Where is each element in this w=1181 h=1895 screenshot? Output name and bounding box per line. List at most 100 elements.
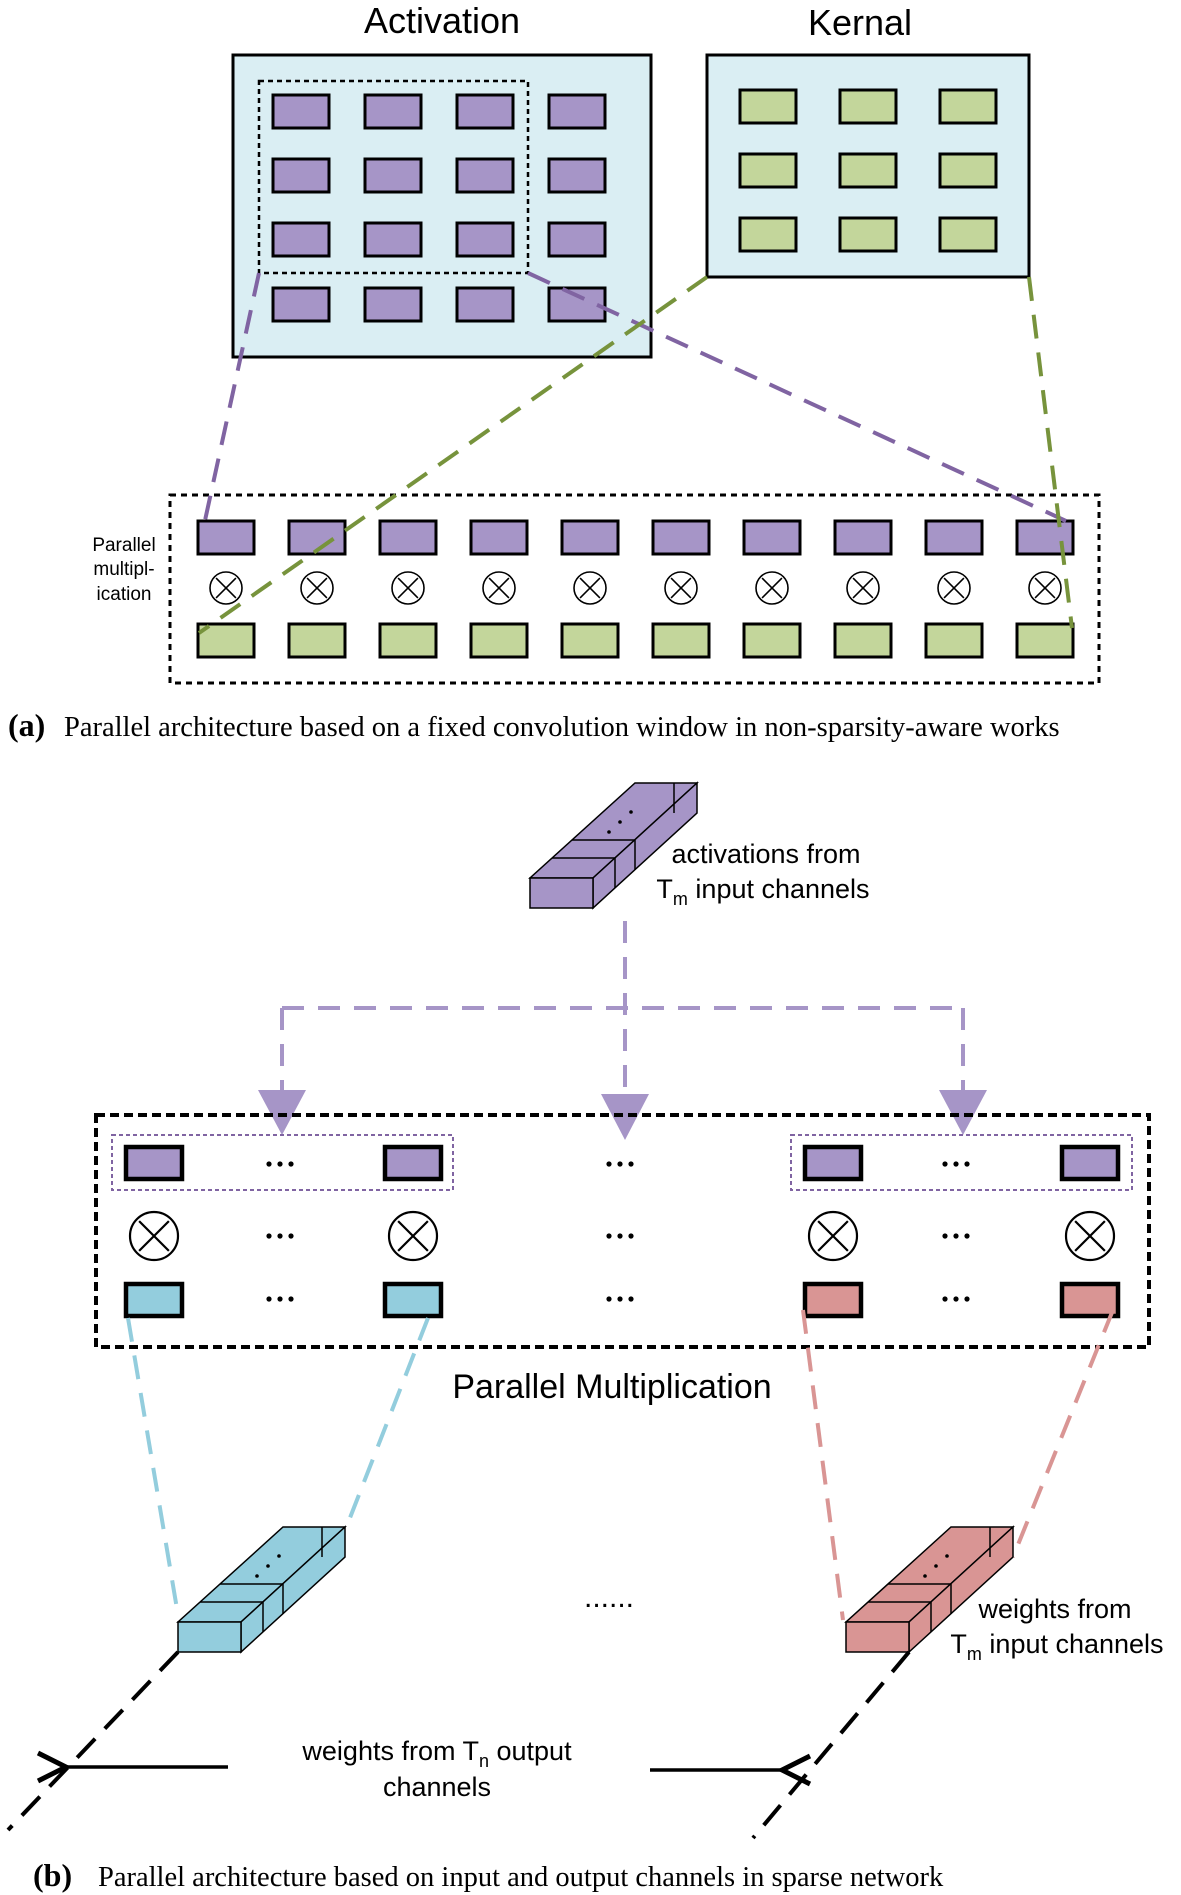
blue-connector-left bbox=[126, 1317, 180, 1616]
kernel-cell bbox=[924, 622, 984, 659]
activation-cell bbox=[271, 286, 331, 323]
weight-cell bbox=[382, 1281, 444, 1319]
kernel-cell bbox=[287, 622, 347, 659]
weights-in-label-rest: input channels bbox=[982, 1629, 1164, 1659]
ellipsis-icon bbox=[266, 1161, 294, 1167]
multiply-icon bbox=[482, 571, 516, 605]
m-subscript: m bbox=[673, 889, 688, 909]
activation-cell bbox=[469, 519, 529, 556]
activation-cell bbox=[363, 286, 423, 323]
weights-in-label-line-1: weights from bbox=[977, 1594, 1131, 1624]
activation-cell bbox=[123, 1144, 185, 1182]
kernel-cell bbox=[838, 152, 898, 189]
multiply-icon bbox=[128, 1210, 180, 1262]
activations-label-line-2: Tm input channels bbox=[656, 874, 869, 909]
kernel-cell bbox=[742, 622, 802, 659]
multiply-icon bbox=[937, 571, 971, 605]
parallel-mult-box-a bbox=[168, 493, 1101, 685]
activation-cell bbox=[924, 519, 984, 556]
activation-cell bbox=[547, 221, 607, 258]
ellipsis-icon bbox=[942, 1161, 970, 1167]
weight-cell bbox=[1059, 1281, 1121, 1319]
red-connector-right bbox=[1011, 1309, 1115, 1558]
arrow-left-icon bbox=[258, 1090, 306, 1135]
activation-cell bbox=[547, 93, 607, 130]
activation-cell bbox=[651, 519, 711, 556]
activation-cell bbox=[271, 93, 331, 130]
ellipsis-icon bbox=[942, 1233, 970, 1239]
weight-bar-blue-3d bbox=[176, 1525, 347, 1654]
activation-cell bbox=[560, 519, 620, 556]
activation-cell bbox=[378, 519, 438, 556]
purple-connector-right bbox=[527, 271, 1067, 523]
activation-cell bbox=[1015, 519, 1075, 556]
ellipsis-icon bbox=[606, 1233, 634, 1239]
m-subscript: m bbox=[967, 1644, 982, 1664]
weights-out-label-line-2: channels bbox=[383, 1772, 491, 1802]
caption-b-text: Parallel architecture based on input and… bbox=[98, 1862, 944, 1893]
multiply-icon bbox=[300, 571, 334, 605]
activation-cell bbox=[271, 221, 331, 258]
ellipsis-icon bbox=[606, 1296, 634, 1302]
parallel-label-line-2: multipl- bbox=[93, 559, 154, 580]
multiply-icon bbox=[1028, 571, 1062, 605]
t-symbol: T bbox=[950, 1629, 967, 1659]
weights-out-post: output bbox=[489, 1736, 572, 1766]
arrow-right-icon bbox=[939, 1090, 987, 1135]
parallel-row-a bbox=[196, 519, 1075, 659]
activation-cell bbox=[1059, 1144, 1121, 1182]
kernel-cell bbox=[469, 622, 529, 659]
output-extent-left bbox=[6, 1650, 180, 1832]
kernel-cell bbox=[938, 152, 998, 189]
kernel-cell bbox=[1015, 622, 1075, 659]
multiply-icon bbox=[391, 571, 425, 605]
activation-group-left bbox=[111, 1134, 454, 1191]
caption-a-text: Parallel architecture based on a fixed c… bbox=[64, 712, 1060, 743]
weight-bar-red-3d bbox=[844, 1525, 1015, 1654]
activation-cell bbox=[833, 519, 893, 556]
weight-cell bbox=[123, 1281, 185, 1319]
activations-label-rest: input channels bbox=[688, 874, 870, 904]
activation-cell bbox=[363, 221, 423, 258]
activation-cell bbox=[455, 157, 515, 194]
activation-cell bbox=[363, 157, 423, 194]
n-subscript: n bbox=[479, 1751, 489, 1771]
weights-out-pre: weights from T bbox=[301, 1736, 479, 1766]
red-connector-left bbox=[801, 1309, 845, 1621]
activation-title: Activation bbox=[364, 0, 520, 41]
blue-connector-right bbox=[344, 1317, 430, 1529]
kernel-cell bbox=[838, 216, 898, 253]
multiply-icon bbox=[209, 571, 243, 605]
multiply-icon bbox=[755, 571, 789, 605]
kernel-cell bbox=[838, 88, 898, 125]
activation-cell bbox=[455, 221, 515, 258]
weights-ellipsis: ...... bbox=[584, 1581, 634, 1614]
ellipsis-icon bbox=[266, 1233, 294, 1239]
multiply-icon bbox=[664, 571, 698, 605]
parallel-row-b bbox=[123, 1144, 1121, 1319]
activation-group-right bbox=[790, 1134, 1133, 1191]
parallel-label-line-1: Parallel bbox=[92, 535, 155, 556]
activation-cell bbox=[742, 519, 802, 556]
kernel-cell bbox=[560, 622, 620, 659]
green-connector-left bbox=[197, 275, 709, 635]
activation-cell bbox=[382, 1144, 444, 1182]
activation-cell bbox=[455, 93, 515, 130]
caption-a-letter: (a) bbox=[8, 707, 45, 743]
multiply-icon bbox=[846, 571, 880, 605]
arrow-middle-icon bbox=[601, 1094, 649, 1140]
activation-cell bbox=[271, 157, 331, 194]
ellipsis-icon bbox=[266, 1296, 294, 1302]
green-connector-right bbox=[1027, 276, 1074, 629]
kernel-cell bbox=[738, 88, 798, 125]
activation-window bbox=[257, 79, 530, 275]
kernel-cell bbox=[833, 622, 893, 659]
activation-cell bbox=[455, 286, 515, 323]
caption-b-letter: (b) bbox=[33, 1857, 72, 1893]
multiply-icon bbox=[573, 571, 607, 605]
output-extent-right bbox=[751, 1650, 911, 1840]
parallel-multiplication-label: Parallel Multiplication bbox=[452, 1368, 771, 1406]
activation-distribution bbox=[280, 921, 965, 1094]
ellipsis-icon bbox=[942, 1296, 970, 1302]
kernel-cell bbox=[378, 622, 438, 659]
